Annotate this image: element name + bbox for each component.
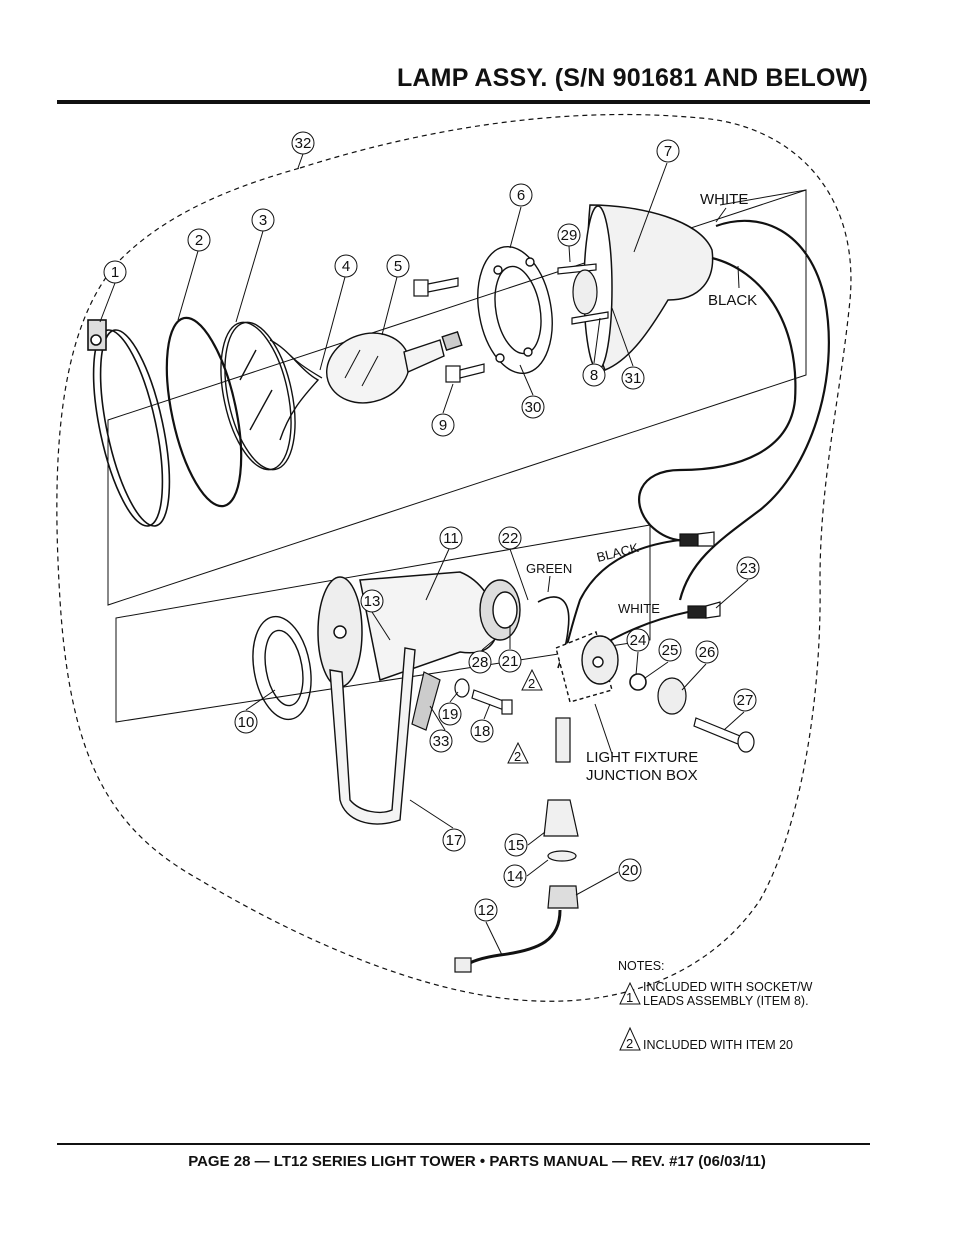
triangle-marker-2b	[507, 741, 529, 764]
wire-connector-white	[687, 601, 721, 619]
pivot-bolt	[471, 689, 513, 715]
wire-connector-black	[679, 531, 715, 547]
header-rule	[57, 100, 870, 104]
note1-line1: INCLUDED WITH SOCKET/W	[643, 980, 813, 994]
junction-box-label-line1: LIGHT FIXTURE	[586, 749, 698, 766]
white-wire-top	[678, 219, 830, 601]
cable-fitting	[543, 717, 579, 909]
note2-marker: 2	[626, 1036, 633, 1051]
washer	[454, 678, 470, 698]
flat-washer	[657, 677, 687, 715]
note2-text: INCLUDED WITH ITEM 20	[643, 1038, 793, 1052]
callout-28: 28	[472, 654, 489, 671]
callout-33: 33	[433, 733, 450, 750]
kit-boundary-dashed	[56, 113, 852, 1002]
housing-gasket	[252, 615, 312, 721]
callout-22: 22	[502, 530, 519, 547]
pivot-bracket	[411, 671, 441, 731]
note1-triangle	[619, 981, 641, 1005]
page-title: LAMP ASSY. (S/N 901681 AND BELOW)	[396, 64, 868, 92]
callout-19: 19	[442, 706, 459, 723]
callout-3: 3	[259, 212, 267, 229]
clamp-ring	[87, 319, 171, 527]
cable-plug	[454, 957, 472, 973]
screw-upper	[413, 277, 459, 297]
callout-31: 31	[625, 370, 642, 387]
black-wire-top	[638, 256, 797, 542]
callout-23: 23	[740, 560, 757, 577]
reflector	[583, 204, 714, 371]
callout-27: 27	[737, 692, 754, 709]
leader-lines	[99, 153, 807, 956]
lamp-clip	[269, 339, 320, 441]
junction-box	[555, 631, 619, 703]
lens	[220, 321, 296, 471]
callout-18: 18	[474, 723, 491, 740]
callout-6: 6	[517, 187, 525, 204]
wire-label-white-mid: WHITE	[618, 601, 660, 616]
callout-20: 20	[622, 862, 639, 879]
callout-2: 2	[195, 232, 203, 249]
callout-21: 21	[502, 653, 519, 670]
callout-11: 11	[443, 530, 459, 547]
marker-2b-text: 2	[514, 749, 521, 764]
notes-heading: NOTES:	[618, 959, 665, 973]
callout-numbers: 32 1 2 3 4 5 6 7 29 8 31 9 30 11 22 13 1…	[111, 135, 757, 919]
wire-label-white-top: WHITE	[700, 191, 748, 208]
callout-4: 4	[342, 258, 350, 275]
callout-25: 25	[662, 642, 679, 659]
screw-lower	[445, 363, 485, 383]
mounting-ring	[477, 245, 553, 375]
junction-box-label-line2: JUNCTION BOX	[586, 767, 698, 784]
callout-12: 12	[478, 902, 495, 919]
wire-label-black-top: BLACK	[708, 292, 757, 309]
callout-17: 17	[446, 832, 463, 849]
triangle-marker-2a	[521, 668, 543, 691]
o-ring	[629, 673, 647, 691]
callout-10: 10	[238, 714, 255, 731]
bracket-screws	[557, 263, 609, 325]
callout-markers	[103, 131, 760, 922]
note1-line2: LEADS ASSEMBLY (ITEM 8).	[643, 994, 809, 1008]
footer-rule	[57, 1143, 870, 1145]
callout-9: 9	[439, 417, 447, 434]
gasket-ring	[165, 316, 243, 508]
callout-7: 7	[664, 143, 672, 160]
callout-1: 1	[111, 264, 119, 281]
callout-30: 30	[525, 399, 542, 416]
note1-marker: 1	[626, 990, 633, 1005]
lamp-bulb	[325, 330, 463, 404]
callout-32: 32	[295, 135, 312, 152]
power-cable	[464, 909, 562, 968]
callout-8: 8	[590, 367, 598, 384]
lamp-housing	[317, 571, 499, 688]
mounting-yoke	[329, 647, 416, 825]
callout-14: 14	[507, 868, 524, 885]
callout-29: 29	[561, 227, 578, 244]
wire-label-black-mid: BLACK	[595, 540, 640, 565]
callout-15: 15	[508, 837, 525, 854]
callout-13: 13	[364, 593, 381, 610]
callout-26: 26	[699, 644, 716, 661]
marker-2a-text: 2	[528, 676, 535, 691]
callout-5: 5	[394, 258, 402, 275]
note2-triangle	[619, 1026, 641, 1051]
adjust-gear	[479, 579, 521, 641]
wire-label-green: GREEN	[526, 561, 572, 576]
junction-screw	[693, 717, 755, 753]
callout-24: 24	[630, 632, 647, 649]
page-footer: PAGE 28 — LT12 SERIES LIGHT TOWER • PART…	[188, 1153, 766, 1170]
lower-plane	[115, 524, 651, 723]
